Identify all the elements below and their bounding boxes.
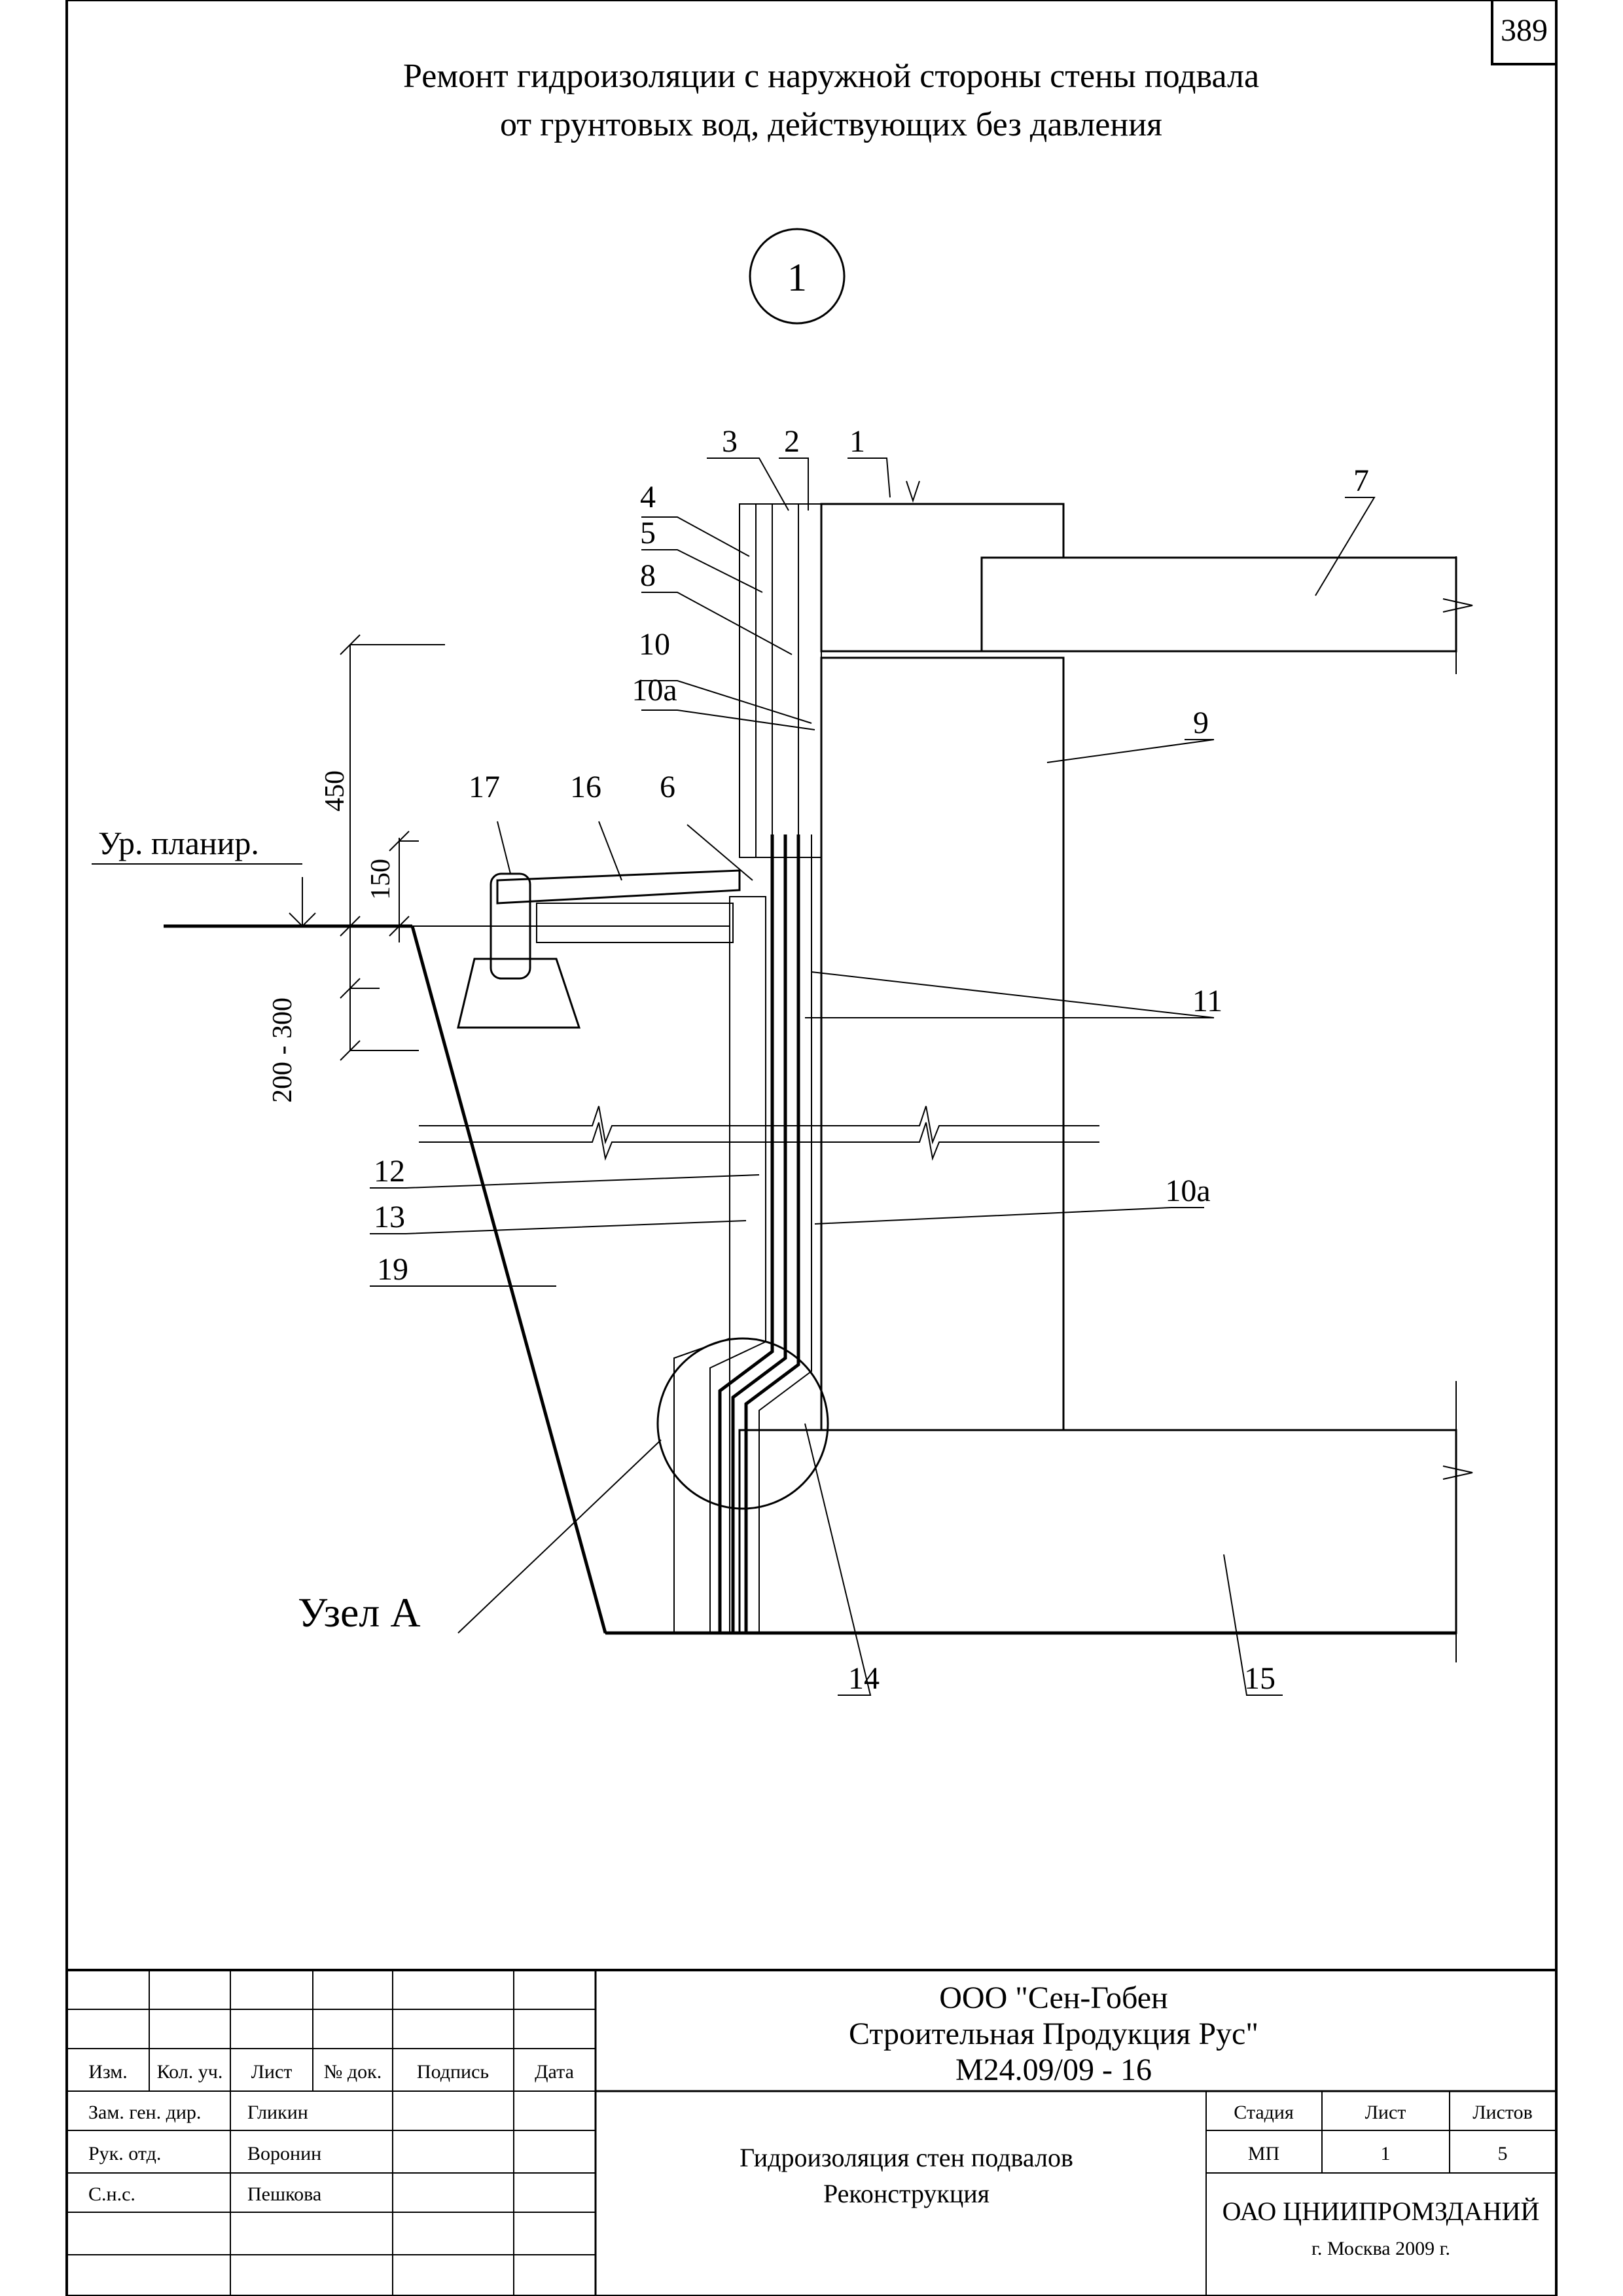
org-line2: Строительная Продукция Рус" [849, 2017, 1258, 2051]
upper-wall [820, 503, 1065, 653]
excavation-slope [410, 925, 607, 1634]
node-a-circle [656, 1337, 829, 1510]
drawing-title-line2: от грунтовых вод, действующих без давлен… [500, 106, 1162, 143]
doc-title-line2: Реконструкция [823, 2179, 990, 2208]
name-1: Воронин [247, 2143, 321, 2164]
callout-labels: 3 2 1 4 5 8 10 10а 7 9 6 16 17 11 10а 12… [374, 424, 1369, 1696]
sheets-value: 5 [1498, 2143, 1508, 2164]
callout-9: 9 [1193, 706, 1209, 740]
sheet-header: Лист [1365, 2102, 1406, 2123]
dim-tick-ground [340, 916, 419, 937]
dim-tick-bottom [340, 1040, 419, 1061]
callout-4: 4 [640, 480, 656, 514]
dimension-150: 150 [366, 859, 396, 900]
detail-mark: 1 [787, 256, 807, 299]
stage-header: Стадия [1234, 2102, 1294, 2123]
layer-adhesive [772, 503, 799, 858]
dimension-450: 450 [320, 770, 350, 812]
dimension-line-150 [389, 831, 419, 942]
role-2: С.н.с. [88, 2183, 135, 2205]
callout-13: 12 [374, 1154, 405, 1189]
node-a-label: Узел А [298, 1589, 421, 1636]
header-date: Дата [535, 2061, 574, 2083]
header-list: Лист [251, 2061, 293, 2083]
break-line-top [419, 1105, 1099, 1145]
callout-6: 6 [660, 770, 675, 804]
company-line2: г. Москва 2009 г. [1311, 2238, 1450, 2259]
sheet-value: 1 [1381, 2143, 1391, 2164]
membrane-middle [731, 834, 787, 1633]
curb-base [457, 958, 581, 1029]
wall-section-drawing: 3 2 1 4 5 8 10 10а 7 9 6 16 17 11 10а 12… [92, 424, 1473, 1696]
sheet-number: 389 [1501, 13, 1548, 48]
node-a-leader [457, 1439, 662, 1634]
dimension-200-300: 200 - 300 [268, 997, 298, 1103]
detail-mark-circle [749, 228, 846, 325]
callout-17: 16 [570, 770, 601, 804]
break-line-bottom [419, 1122, 1099, 1161]
membrane-liner [758, 834, 812, 1633]
document-code: М24.09/09 - 16 [955, 2053, 1152, 2087]
layer-insulation [755, 503, 773, 858]
title-block-frame [65, 1969, 1558, 2296]
break-mark-top [906, 480, 920, 503]
callout-1: 1 [849, 424, 865, 459]
callout-15: 14 [848, 1661, 880, 1696]
callout-11: 10а [1165, 1174, 1210, 1208]
ground-level-arrow [289, 877, 316, 927]
layer-cladding [739, 503, 757, 858]
blind-area-base [536, 903, 734, 943]
callout-5: 5 [640, 516, 656, 550]
header-doc-no: № док. [324, 2061, 382, 2083]
callout-18: 17 [469, 770, 500, 804]
callout-2: 2 [784, 424, 800, 459]
org-line1: ООО "Сен-Гобен [939, 1981, 1168, 2015]
company-line1: ОАО ЦНИИПРОМЗДАНИЙ [1222, 2197, 1540, 2226]
doc-title-line1: Гидроизоляция стен подвалов [740, 2143, 1073, 2172]
blind-area [496, 869, 741, 905]
title-block: Изм. Кол. уч. Лист № док. Подпись Дата З… [65, 1969, 1558, 2296]
callout-leaders [370, 457, 1376, 1696]
membrane-outer [718, 834, 774, 1633]
name-0: Гликин [247, 2102, 308, 2123]
header-signature: Подпись [417, 2061, 489, 2083]
dim-tick-mid [340, 978, 380, 999]
sheets-header: Листов [1472, 2102, 1533, 2123]
role-1: Рук. отд. [88, 2143, 161, 2164]
callout-16: 15 [1244, 1661, 1275, 1696]
foundation-wall [820, 656, 1065, 1431]
title-stage-grid [1205, 2091, 1556, 2296]
drawing-title-line1: Ремонт гидроизоляции с наружной стороны … [403, 58, 1259, 95]
backfill [411, 925, 730, 1634]
callout-7: 7 [1353, 463, 1369, 498]
sheet-number-box [1491, 0, 1558, 65]
callout-12: 11 [1192, 984, 1222, 1018]
callout-14: 13 [374, 1200, 405, 1234]
header-izm: Изм. [88, 2061, 128, 2083]
title-grid-rows [67, 2009, 596, 2255]
callout-19: 19 [377, 1252, 408, 1287]
callout-10a: 10а [632, 673, 677, 708]
callout-3: 3 [722, 424, 738, 459]
stage-value: МП [1248, 2143, 1279, 2164]
membrane-inner [744, 834, 800, 1633]
name-2: Пешкова [247, 2183, 321, 2205]
ground-level-label: Ур. планир. [98, 825, 259, 861]
break-mark-footing [1442, 1381, 1473, 1662]
role-0: Зам. ген. дир. [88, 2102, 201, 2123]
header-kol-uch: Кол. уч. [157, 2061, 223, 2083]
layer-primer [798, 503, 822, 858]
title-grid-cols [149, 1970, 514, 2296]
sheet-frame [65, 0, 1558, 2296]
dim-tick-top [340, 634, 445, 655]
callout-8: 8 [640, 558, 656, 593]
callout-10: 10 [639, 627, 670, 662]
floor-slab [980, 556, 1457, 653]
foundation-slab [738, 1429, 1457, 1634]
break-mark-slab [1442, 556, 1473, 674]
